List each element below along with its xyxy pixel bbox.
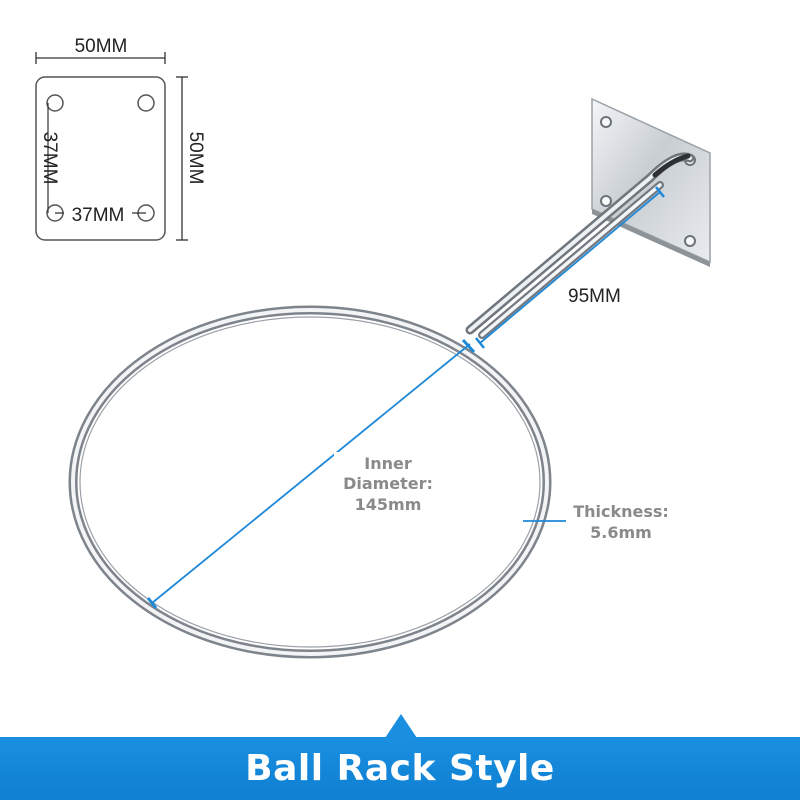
plate-screw-hole	[600, 116, 612, 128]
svg-text:5.6mm: 5.6mm	[590, 523, 652, 542]
arm-length-line	[479, 191, 661, 344]
style-banner: Ball Rack Style	[0, 737, 800, 800]
hole-spacing-horizontal-label: 37MM	[72, 205, 125, 226]
thickness-label: Thickness: 5.6mm	[573, 502, 669, 542]
svg-text:Inner: Inner	[364, 454, 412, 473]
plate-hole-top-right	[137, 94, 155, 112]
measurement-lines	[146, 186, 665, 609]
diameter-label: Inner Diameter: 145mm	[334, 452, 442, 516]
plate-width-label: 50MM	[75, 36, 128, 57]
svg-text:Diameter:: Diameter:	[343, 474, 433, 493]
plate-screw-hole	[600, 195, 612, 207]
ring	[68, 305, 552, 659]
hole-spacing-vertical-label: 37MM	[39, 132, 60, 185]
plate-height-label: 50MM	[185, 132, 206, 185]
svg-text:145mm: 145mm	[355, 495, 422, 514]
plate-screw-hole	[684, 235, 696, 247]
plate-dimension-diagram: 50MM 50MM 37MM 37MM	[35, 36, 206, 241]
arm-length-label: 95MM	[568, 286, 621, 307]
banner-pointer-icon	[385, 714, 417, 738]
svg-text:Thickness:: Thickness:	[573, 502, 669, 521]
banner-title: Ball Rack Style	[245, 748, 555, 789]
plate-hole-top-left	[46, 94, 64, 112]
plate-outline	[35, 76, 166, 241]
support-arm	[465, 152, 695, 339]
diameter-line	[151, 343, 471, 604]
